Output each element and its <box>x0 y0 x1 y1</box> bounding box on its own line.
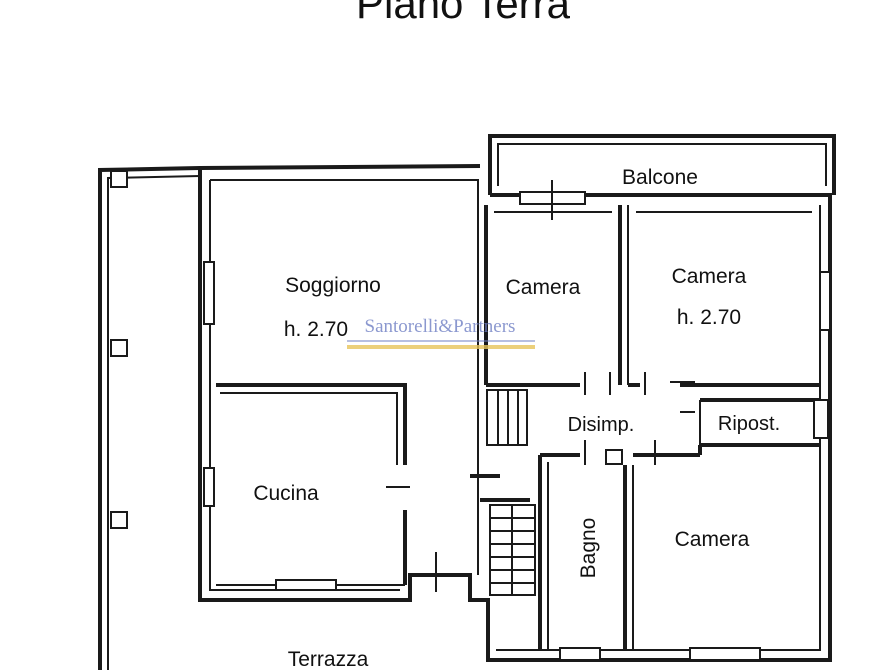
staircase <box>470 389 536 596</box>
room-label-terrazza: Terrazza <box>288 648 369 670</box>
room-label-ripostiglio: Ripost. <box>718 413 780 435</box>
room-label-camera-1: Camera <box>506 276 581 299</box>
terrace-outline <box>98 164 481 670</box>
watermark: Santorelli&Partners <box>347 316 535 349</box>
room-height-soggiorno: h. 2.70 <box>284 318 348 341</box>
column-marker <box>110 339 128 357</box>
windows <box>203 180 831 661</box>
room-label-camera-3: Camera <box>675 528 750 551</box>
living-kitchen-walls <box>216 383 410 586</box>
room-height-camera-2: h. 2.70 <box>677 306 741 329</box>
room-label-bagno: Bagno <box>577 518 600 579</box>
balcony <box>488 134 836 195</box>
room-label-soggiorno: Soggiorno <box>285 274 381 297</box>
plan-title: Piano Terra <box>356 0 571 27</box>
room-label-camera-2: Camera <box>672 265 747 288</box>
column-marker <box>110 170 128 188</box>
room-label-disimpegno: Disimp. <box>568 414 635 436</box>
room-label-cucina: Cucina <box>253 482 319 505</box>
watermark-text: Santorelli&Partners <box>365 316 516 337</box>
column-marker <box>110 511 128 529</box>
room-label-balcone: Balcone <box>622 166 698 189</box>
